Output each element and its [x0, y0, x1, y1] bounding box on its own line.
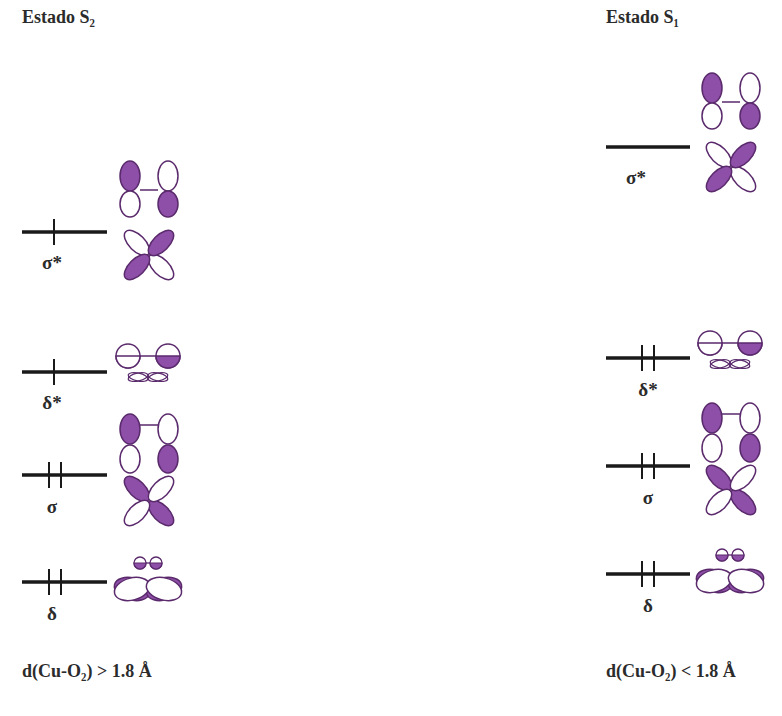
distance-note: d(Cu-O₂) < 1.8 Å: [606, 662, 736, 682]
orbital-label: σ: [643, 488, 653, 509]
distance-note: d(Cu-O₂) > 1.8 Å: [22, 662, 152, 682]
orbital-label: δ: [47, 604, 57, 625]
orbital-label: σ*: [42, 253, 62, 274]
state-heading: Estado S₂: [22, 8, 95, 28]
orbital-label: σ*: [626, 168, 646, 189]
orbital-label: σ: [47, 497, 57, 518]
energy-levels-s2: [22, 232, 107, 582]
orbital-label: δ: [643, 596, 653, 617]
orbital-label: δ*: [42, 393, 61, 414]
energy-levels-s1: [606, 147, 690, 574]
orbital-label: δ*: [638, 380, 657, 401]
state-heading: Estado S₁: [606, 8, 679, 28]
